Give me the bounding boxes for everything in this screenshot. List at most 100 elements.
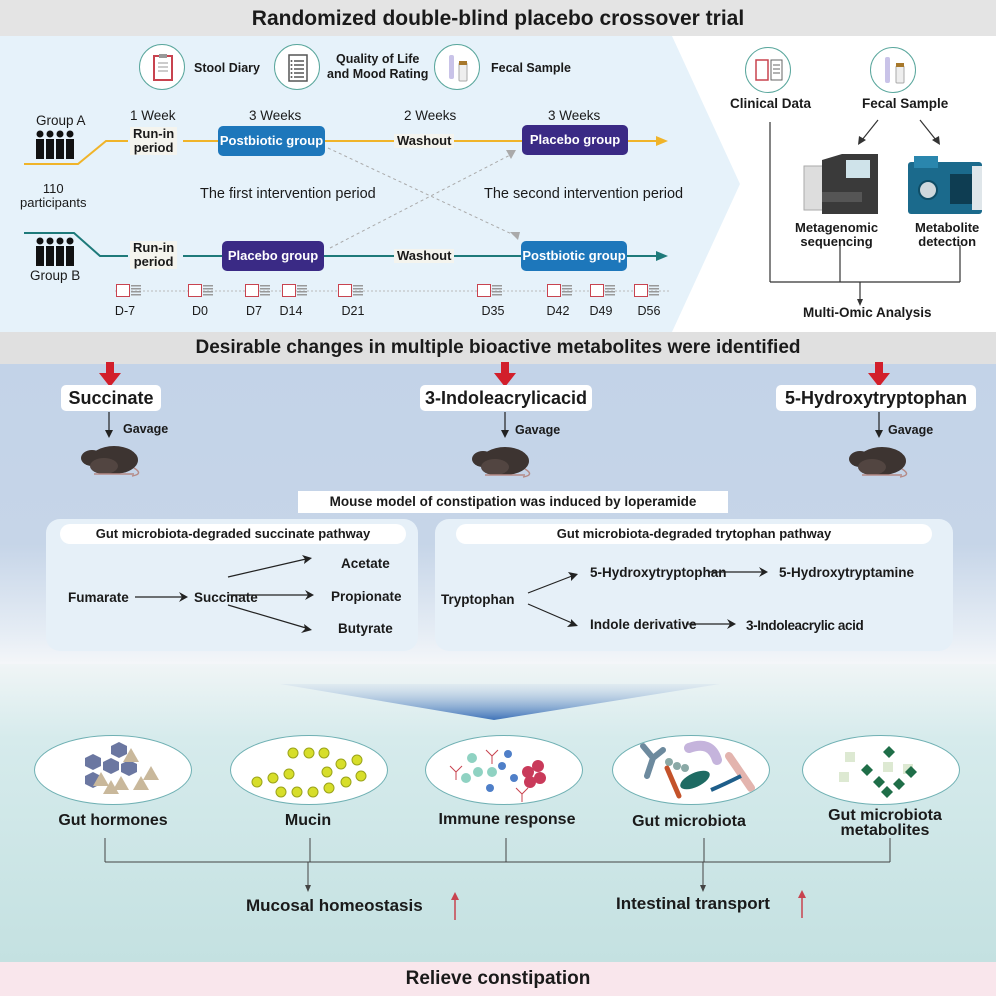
metabolite-detection-label: Metabolite detection [915,221,979,249]
metabolite-succinate: Succinate [61,385,161,411]
outcome-gut-microbiota: Gut microbiota [632,813,746,830]
checklist-mini-icon [353,285,363,296]
sampling-icon-d7 [245,284,259,297]
group-a-label: Group A [36,113,86,128]
group-b-people-icon [36,237,74,266]
day-label: D7 [246,304,262,318]
analysis-fecal-label: Fecal Sample [862,96,949,111]
checklist-mini-icon [297,285,307,296]
outcome-mucin: Mucin [284,812,332,829]
node-indole-derivative: Indole derivative [590,617,697,632]
sampling-icon-d35 [477,284,491,297]
node-acetate: Acetate [341,556,390,571]
fecal-sample-label: Fecal Sample [491,61,571,75]
sampling-icon-d-7 [116,284,130,297]
metagenomic-label: Metagenomic sequencing [795,221,878,249]
sampling-icon-d49 [590,284,604,297]
node-butyrate: Butyrate [338,621,393,636]
run-in-line1: Run-in [133,126,175,141]
duration-run-in: 1 Week [130,108,176,123]
mucin-illustration [230,735,388,805]
checklist-mini-icon [562,285,572,296]
checklist-mini-icon [131,285,141,296]
stool-diary-label: Stool Diary [194,61,260,75]
gavage-arrows [105,412,883,438]
mouse-icon [849,447,908,478]
result-intestinal-transport: Intestinal transport [616,894,770,913]
day-label: D56 [637,304,661,318]
group-a-placebo-box: Placebo group [522,125,628,155]
sequencer-icon [803,154,878,214]
sample-tube-icon [434,44,480,90]
outcome-connector-lines [104,838,891,892]
immune-response-illustration [425,735,583,805]
sampling-icon-d14 [282,284,296,297]
duration-washout: 2 Weeks [404,108,457,123]
metabolites-illustration [802,735,960,805]
group-a-washout: Washout [394,134,455,148]
outcome-metabolites-line1: Gut microbiota [828,807,942,824]
group-a-postbiotic-box: Postbiotic group [218,126,325,156]
metabolite-line1: Metabolite [915,220,980,235]
trial-title: Randomized double-blind placebo crossove… [0,0,996,36]
run-in-line2: period [133,140,174,155]
node-succinate: Succinate [194,590,258,605]
node-tryptophan: Tryptophan [441,592,515,607]
day-label: D14 [279,304,303,318]
participants-count: 110 participants [20,182,86,210]
gavage-label: Gavage [888,423,934,437]
red-down-arrow-icon [494,362,516,387]
sampling-icon-d0 [188,284,202,297]
participants-number: 110 [42,181,64,196]
outcome-gut-hormones: Gut hormones [58,812,168,829]
participants-label: participants [20,195,87,210]
metabolites-title: Desirable changes in multiple bioactive … [0,332,996,364]
gavage-label: Gavage [515,423,561,437]
outcome-metabolites: Gut microbiota metabolites [805,807,965,839]
group-b-label: Group B [30,268,81,283]
fecal-sample-icon [870,47,916,93]
red-up-arrow-icon [451,892,459,920]
run-in-line1: Run-in [133,240,175,255]
metabolite-hydroxytryptophan: 5-Hydroxytryptophan [776,385,976,411]
checklist-mini-icon [605,285,615,296]
checklist-mini-icon [260,285,270,296]
tryptophan-pathway-arrows [527,567,768,629]
checklist-mini-icon [649,285,659,296]
group-a-people-icon [36,130,74,159]
red-up-arrow-icon [798,890,806,918]
multi-omic-label: Multi-Omic Analysis [803,305,932,320]
metabolite-line2: detection [918,234,977,249]
day-label: D49 [589,304,613,318]
metagenomic-line1: Metagenomic [795,220,879,235]
mass-spectrometer-icon [908,156,982,214]
mouse-icon [472,447,531,478]
clinical-data-icon [745,47,791,93]
succinate-pathway-arrows [135,555,314,633]
group-b-postbiotic-box: Postbiotic group [521,241,627,271]
node-5-hydroxytryptamine: 5-Hydroxytryptamine [779,565,915,580]
gut-microbiota-illustration [612,735,770,805]
first-period-label: The first intervention period [200,186,376,202]
timeline-lines [24,136,670,292]
metabolite-indoleacrylic-acid: 3-Indoleacrylicacid [420,385,592,411]
tryptophan-pathway-title: Gut microbiota-degraded trytophan pathwa… [456,524,932,544]
mouse-model-label: Mouse model of constipation was induced … [298,491,728,513]
node-fumarate: Fumarate [68,590,129,605]
succinate-pathway-title: Gut microbiota-degraded succinate pathwa… [60,524,406,544]
clinical-data-label: Clinical Data [730,96,812,111]
red-down-arrow-icon [99,362,121,387]
quality-of-life-label: Quality of Life and Mood Rating [327,52,428,82]
group-b-placebo-box: Placebo group [222,241,324,271]
duration-intervention-1: 3 Weeks [249,108,302,123]
group-b-washout: Washout [394,249,455,263]
funnel-shape [280,684,720,720]
red-down-arrow-icon [868,362,890,387]
quality-of-life-line2: and Mood Rating [327,67,429,81]
trial-timeline-panel [0,36,740,332]
conclusion-banner: Relieve constipation [0,962,996,996]
day-label: D0 [192,304,208,318]
node-3-indoleacrylic-acid: 3-Indoleacrylic acid [746,618,864,633]
